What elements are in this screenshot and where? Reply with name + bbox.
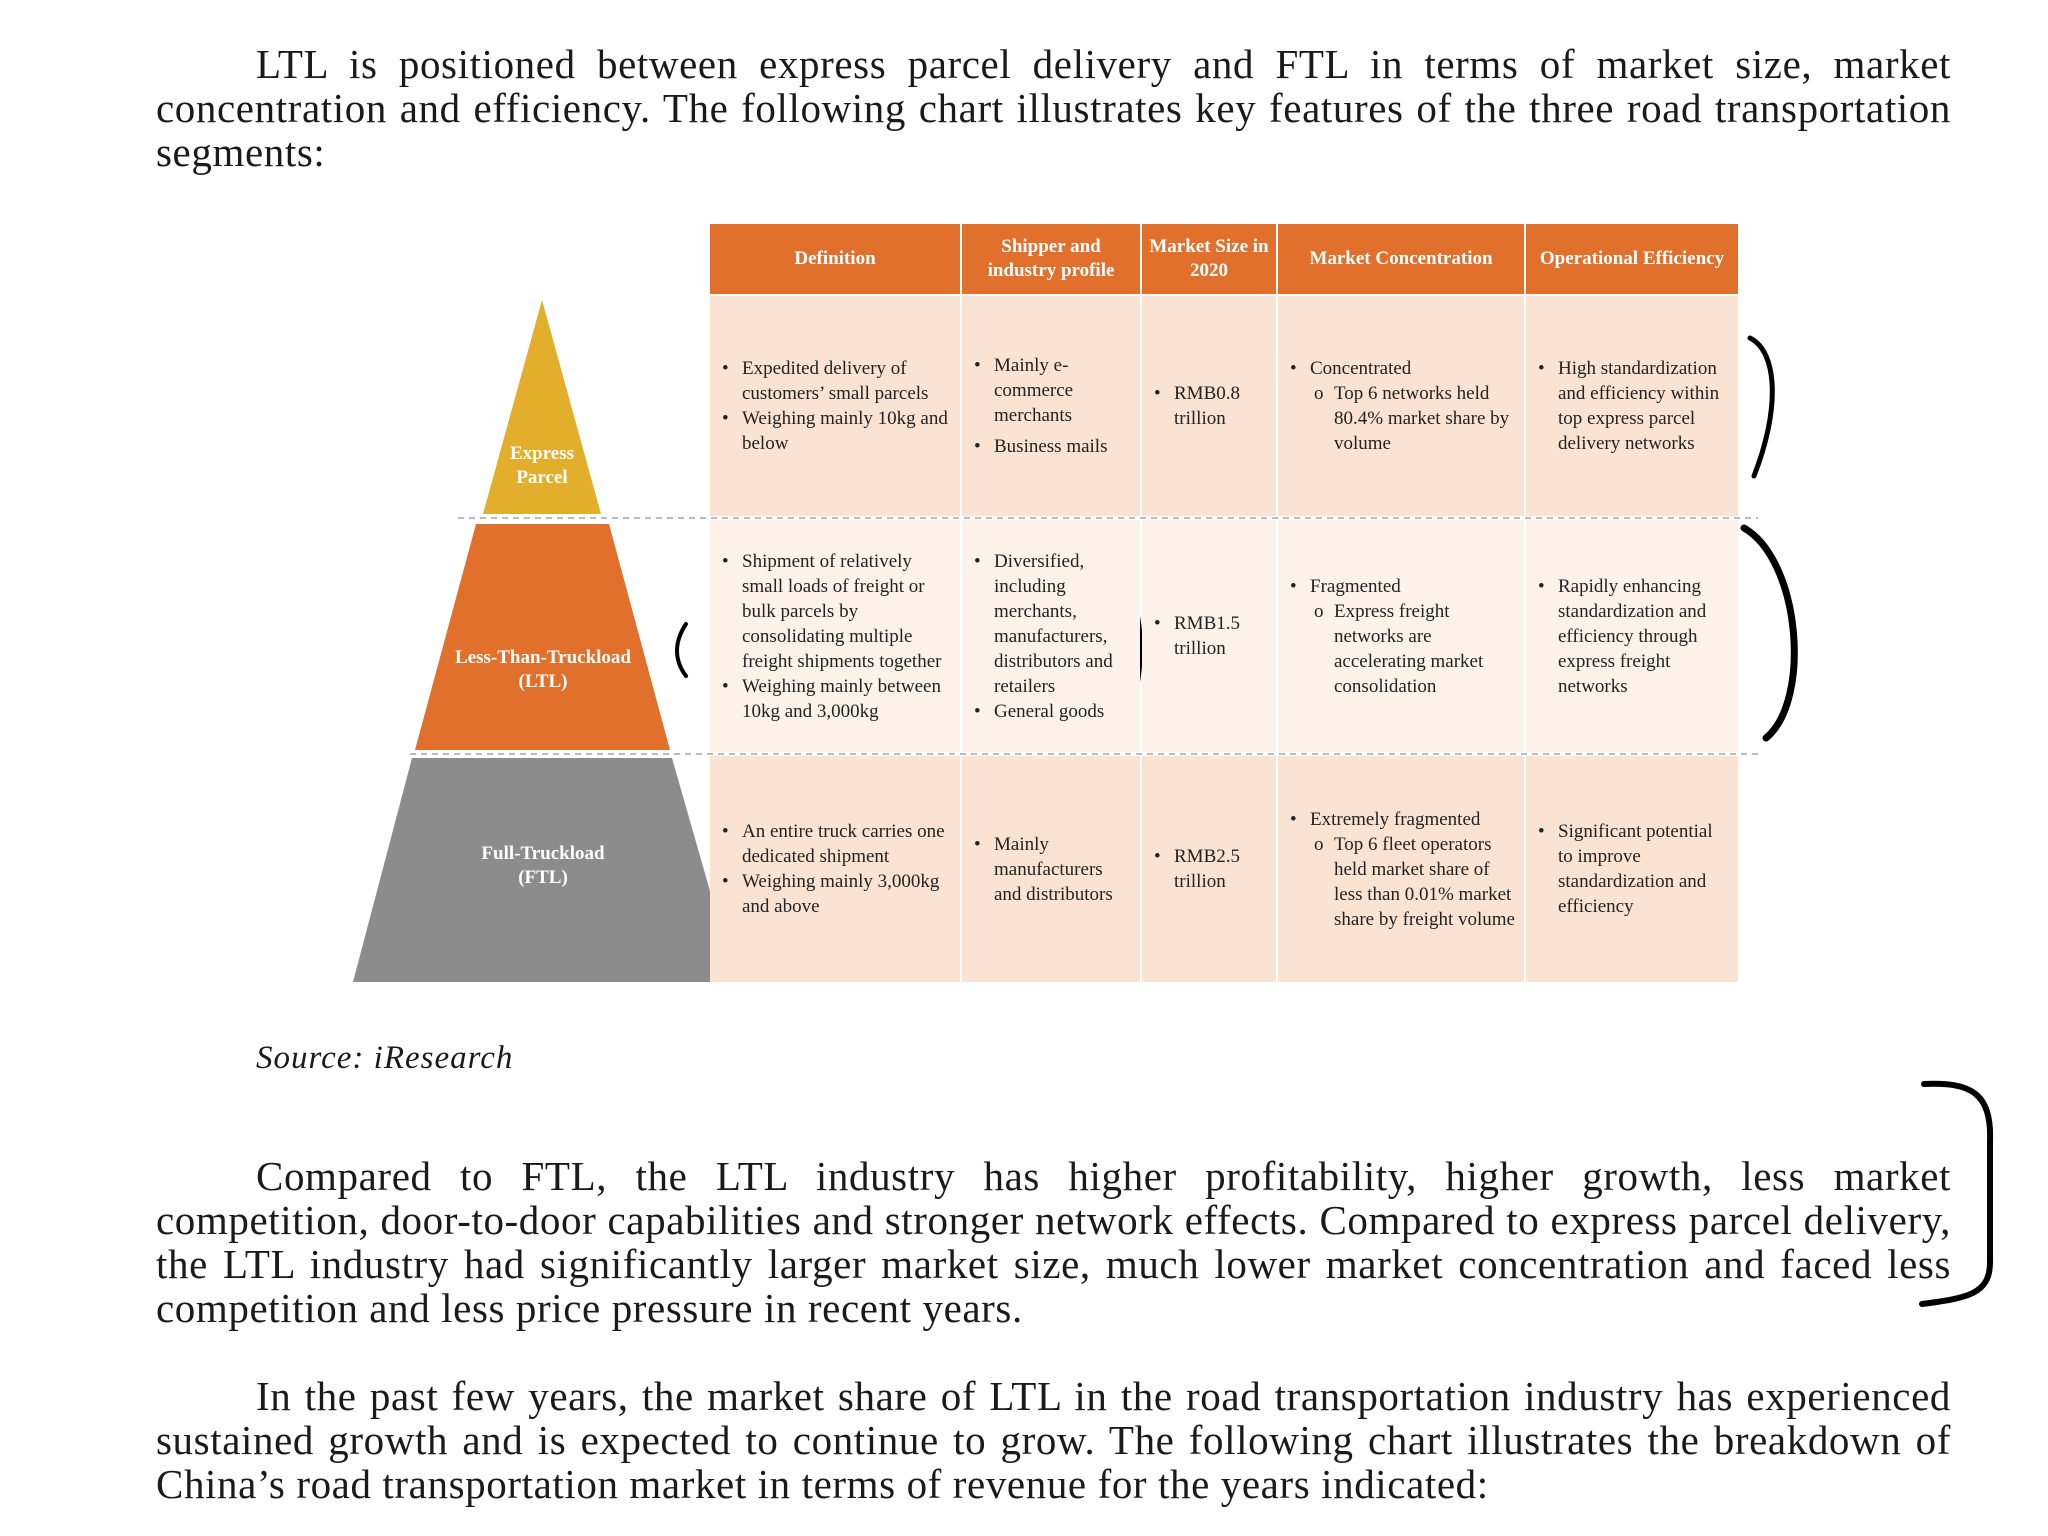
pyramid-label-ltl: Less-Than-Truckload (LTL) bbox=[432, 646, 654, 694]
list-item: General goods bbox=[974, 699, 1132, 724]
cell-ftl-size: RMB2.5 trillion bbox=[1142, 756, 1276, 982]
list-item: An entire truck carries one dedicated sh… bbox=[722, 819, 952, 869]
cell-express-efficiency: High standardization and efficiency with… bbox=[1526, 296, 1738, 516]
header-operational-efficiency: Operational Efficiency bbox=[1526, 224, 1738, 294]
cell-ftl-efficiency: Significant potential to improve standar… bbox=[1526, 756, 1738, 982]
list-item: Diversified, including merchants, manufa… bbox=[974, 549, 1132, 699]
list-item: High standardization and efficiency with… bbox=[1538, 356, 1730, 456]
pyramid-label-line: Less-Than-Truckload bbox=[455, 647, 631, 668]
cell-ltl-efficiency: Rapidly enhancing standardization and ef… bbox=[1526, 520, 1738, 752]
comparison-paragraph: Compared to FTL, the LTL industry has hi… bbox=[156, 1154, 1951, 1330]
intro-paragraph-text: LTL is positioned between express parcel… bbox=[156, 41, 1951, 175]
pyramid-ltl bbox=[415, 524, 670, 750]
list-item: Extremely fragmented bbox=[1290, 807, 1516, 832]
list-item: Mainly e-commerce merchants bbox=[974, 353, 1132, 428]
pyramid-label-line: Full-Truckload bbox=[481, 843, 605, 864]
pyramid-label-express: Express Parcel bbox=[490, 442, 594, 490]
cell-express-definition: Expedited delivery of customers’ small p… bbox=[710, 296, 960, 516]
pyramid-label-line: (FTL) bbox=[518, 867, 568, 888]
list-item: Weighing mainly 3,000kg and above bbox=[722, 869, 952, 919]
cell-express-concentration: ConcentratedTop 6 networks held 80.4% ma… bbox=[1278, 296, 1524, 516]
cell-ltl-concentration: FragmentedExpress freight networks are a… bbox=[1278, 520, 1524, 752]
list-item: Expedited delivery of customers’ small p… bbox=[722, 356, 952, 406]
list-subitem: Top 6 networks held 80.4% market share b… bbox=[1310, 381, 1516, 456]
growth-paragraph-text: In the past few years, the market share … bbox=[156, 1373, 1951, 1507]
list-item: Rapidly enhancing standardization and ef… bbox=[1538, 574, 1730, 699]
cell-ftl-definition: An entire truck carries one dedicated sh… bbox=[710, 756, 960, 982]
cell-ltl-size: RMB1.5 trillion bbox=[1142, 520, 1276, 752]
list-item: Concentrated bbox=[1290, 356, 1516, 381]
list-item: Significant potential to improve standar… bbox=[1538, 819, 1730, 919]
list-item: Mainly manufacturers and distributors bbox=[974, 832, 1132, 907]
list-item: RMB1.5 trillion bbox=[1154, 611, 1268, 661]
handwritten-paren bbox=[675, 622, 688, 678]
list-item: RMB0.8 trillion bbox=[1154, 381, 1268, 431]
cell-ftl-profile: Mainly manufacturers and distributors bbox=[962, 756, 1140, 982]
pyramid-label-line: Parcel bbox=[516, 467, 568, 488]
comparison-paragraph-text: Compared to FTL, the LTL industry has hi… bbox=[156, 1153, 1951, 1331]
cell-express-size: RMB0.8 trillion bbox=[1142, 296, 1276, 516]
header-market-size: Market Size in 2020 bbox=[1142, 224, 1276, 294]
cell-ltl-profile: Diversified, including merchants, manufa… bbox=[962, 520, 1140, 752]
pyramid-label-ftl: Full-Truckload (FTL) bbox=[432, 842, 654, 890]
header-definition: Definition bbox=[710, 224, 960, 294]
list-item: RMB2.5 trillion bbox=[1154, 844, 1268, 894]
figure-source: Source: iResearch bbox=[256, 1040, 514, 1076]
cell-ltl-definition: Shipment of relatively small loads of fr… bbox=[710, 520, 960, 752]
list-item: Weighing mainly between 10kg and 3,000kg bbox=[722, 674, 952, 724]
list-item: Shipment of relatively small loads of fr… bbox=[722, 549, 952, 674]
list-subitem: Express freight networks are acceleratin… bbox=[1310, 599, 1516, 699]
cell-express-profile: Mainly e-commerce merchantsBusiness mail… bbox=[962, 296, 1140, 516]
list-item: Business mails bbox=[974, 434, 1132, 459]
header-market-concentration: Market Concentration bbox=[1278, 224, 1524, 294]
header-shipper-profile: Shipper and industry profile bbox=[962, 224, 1140, 294]
cell-ftl-concentration: Extremely fragmentedTop 6 fleet operator… bbox=[1278, 756, 1524, 982]
list-subitem: Top 6 fleet operators held market share … bbox=[1310, 832, 1516, 932]
growth-paragraph: In the past few years, the market share … bbox=[156, 1374, 1951, 1506]
intro-paragraph: LTL is positioned between express parcel… bbox=[156, 42, 1951, 174]
list-item: Fragmented bbox=[1290, 574, 1516, 599]
pyramid-label-line: (LTL) bbox=[518, 671, 568, 692]
pyramid-label-line: Express bbox=[509, 443, 575, 464]
handwritten-bracket bbox=[1747, 335, 1775, 479]
list-item: Weighing mainly 10kg and below bbox=[722, 406, 952, 456]
handwritten-bracket bbox=[1740, 524, 1798, 742]
